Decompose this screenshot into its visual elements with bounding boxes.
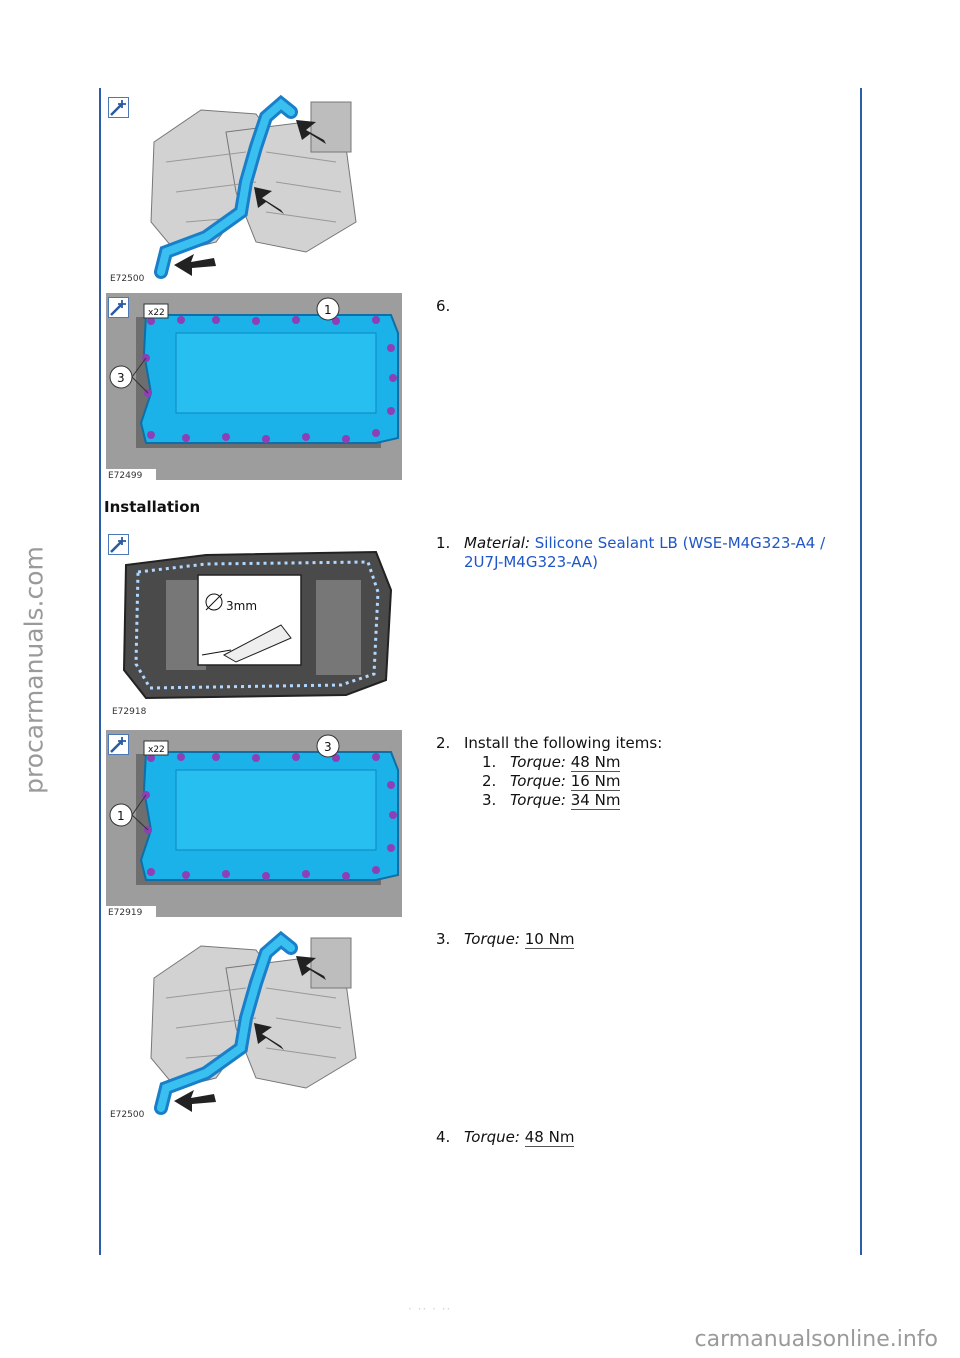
step-number: 3. <box>436 930 451 948</box>
svg-text:1: 1 <box>324 303 332 317</box>
content-frame <box>99 88 862 1255</box>
step-number: 6. <box>436 297 451 315</box>
section-heading: Installation <box>104 498 201 516</box>
svg-text:E72499: E72499 <box>108 471 143 480</box>
list-item: 1.Torque: 48 Nm <box>482 753 621 772</box>
arrow-icon <box>174 956 326 1112</box>
page-number: · ·· · ·· <box>408 1302 452 1316</box>
material-link[interactable]: Silicone Sealant LB (WSE-M4G323-A4 / <box>534 534 826 552</box>
zoom-in-icon[interactable] <box>108 534 129 555</box>
zoom-in-icon[interactable] <box>108 97 129 118</box>
torque-label: Torque: <box>464 930 520 948</box>
torque-value-link[interactable]: 48 Nm <box>570 753 621 772</box>
svg-text:3: 3 <box>324 740 332 754</box>
side-watermark: procarmanuals.com <box>19 546 49 794</box>
figure-4: x22 3 1 E72919 <box>106 730 402 917</box>
step-install-4: 4. Torque: 48 Nm <box>436 1128 575 1147</box>
svg-text:E72919: E72919 <box>108 908 143 917</box>
zoom-in-icon[interactable] <box>108 734 129 755</box>
zoom-in-icon[interactable] <box>108 297 129 318</box>
svg-text:3: 3 <box>117 371 125 385</box>
step-install-1: 1. Material: Silicone Sealant LB (WSE-M4G… <box>436 534 825 572</box>
svg-text:E72500: E72500 <box>110 1110 145 1120</box>
list-item: 3.Torque: 34 Nm <box>482 791 621 810</box>
svg-text:E72500: E72500 <box>110 274 145 284</box>
engine-illustration: E72500 <box>106 928 402 1120</box>
material-label: Material: <box>464 534 530 552</box>
svg-text:E72918: E72918 <box>112 707 147 717</box>
arrow-icon <box>174 120 326 276</box>
oil-pan-illustration: x22 1 3 E72499 <box>106 293 402 480</box>
step-number: 4. <box>436 1128 451 1146</box>
step-6: 6. <box>436 297 464 316</box>
step-install-2: 2. Install the following items: 1.Torque:… <box>436 734 662 810</box>
torque-value-link[interactable]: 34 Nm <box>570 791 621 810</box>
figure-1: E72500 <box>106 92 402 284</box>
figure-2: x22 1 3 E72499 <box>106 293 402 480</box>
step-number: 1. <box>436 534 451 552</box>
sealant-illustration: 3mm E72918 <box>106 530 402 720</box>
torque-value-link[interactable]: 16 Nm <box>570 772 621 791</box>
bottom-watermark[interactable]: carmanualsonline.info <box>694 1327 938 1352</box>
oil-pan-bolts-illustration: x22 3 1 E72919 <box>106 730 402 917</box>
list-item: 2.Torque: 16 Nm <box>482 772 621 791</box>
torque-list: 1.Torque: 48 Nm 2.Torque: 16 Nm 3.Torque… <box>436 753 662 810</box>
step-install-3: 3. Torque: 10 Nm <box>436 930 575 949</box>
torque-label: Torque: <box>464 1128 520 1146</box>
svg-text:1: 1 <box>117 809 125 823</box>
svg-text:3mm: 3mm <box>226 599 257 613</box>
svg-text:x22: x22 <box>148 745 165 755</box>
torque-value-link[interactable]: 48 Nm <box>524 1128 575 1147</box>
figure-5: E72500 <box>106 928 402 1120</box>
torque-value-link[interactable]: 10 Nm <box>524 930 575 949</box>
svg-text:x22: x22 <box>148 308 165 318</box>
figure-3: 3mm E72918 <box>106 530 402 720</box>
step-number: 2. <box>436 734 451 752</box>
material-link-cont[interactable]: 2U7J-M4G323-AA) <box>464 553 598 571</box>
step-text: Install the following items: <box>464 734 663 752</box>
engine-illustration: E72500 <box>106 92 402 284</box>
